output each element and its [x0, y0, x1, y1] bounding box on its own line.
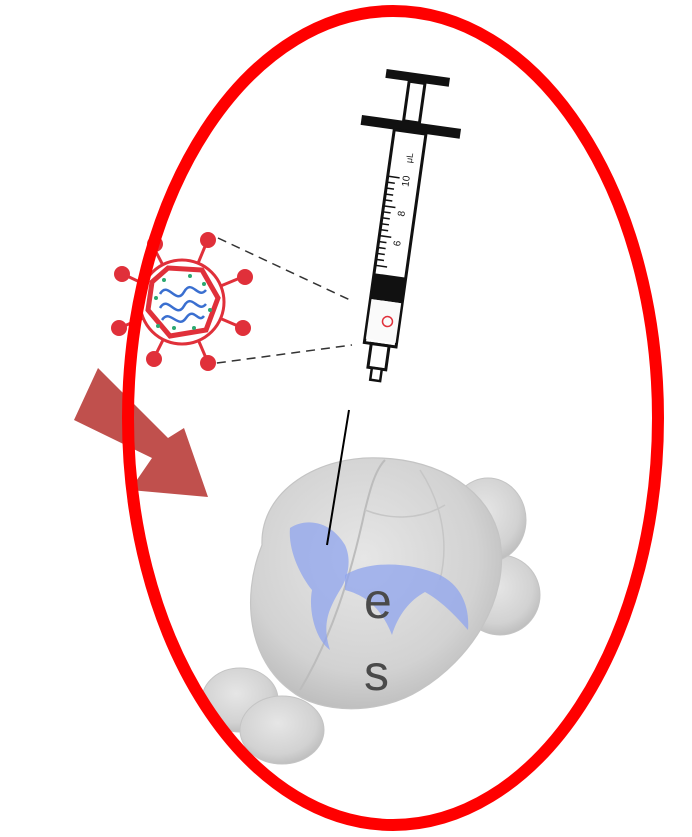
zoom-line-bottom	[202, 345, 352, 365]
cut-off-text-line-1: e	[364, 576, 392, 626]
syringe-unit: μL	[404, 152, 415, 163]
arrow-icon	[74, 368, 208, 497]
syringe-label-10: 10	[400, 175, 413, 188]
syringe-icon: μL 10 8 6	[326, 66, 468, 387]
zoom-line-top	[218, 238, 350, 300]
cut-off-text-line-2: s	[364, 648, 389, 698]
